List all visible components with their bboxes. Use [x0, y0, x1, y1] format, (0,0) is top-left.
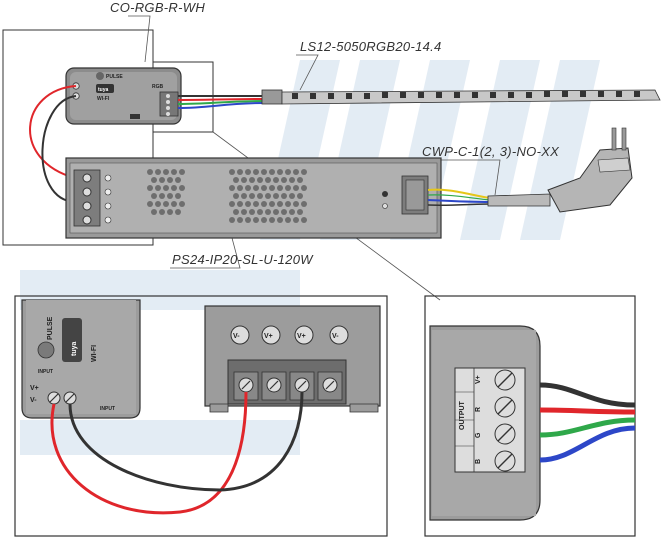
svg-text:tuya: tuya — [71, 342, 78, 357]
svg-text:INPUT: INPUT — [38, 369, 53, 375]
svg-text:V+: V+ — [264, 333, 273, 340]
svg-text:V-: V- — [233, 333, 240, 340]
svg-text:tuya: tuya — [98, 87, 109, 93]
controller-frame — [2, 29, 154, 246]
svg-text:B: B — [475, 459, 482, 464]
svg-text:V+: V+ — [297, 333, 306, 340]
psu-label: PS24-IP20-SL-U-120W — [172, 252, 314, 267]
controller-zoom: PULSE tuya WI-FI INPUT V+ V- INPUT — [21, 299, 141, 419]
dc-wires-top — [29, 85, 77, 203]
svg-text:PULSE: PULSE — [106, 74, 123, 80]
plug-icon — [547, 127, 633, 213]
bottom-right-panel — [424, 295, 636, 537]
pulse-logo-icon — [96, 72, 104, 80]
psu-terminal-zoom: V- V+ V+ V- — [204, 305, 381, 413]
svg-text:V-: V- — [332, 333, 339, 340]
ac-wires-top — [427, 188, 551, 207]
psu-top — [65, 157, 442, 239]
psu-leader — [170, 237, 241, 269]
controller-top: PULSE tuya WI-FI RGB — [65, 67, 182, 125]
svg-text:V-: V- — [30, 397, 37, 404]
svg-text:RGB: RGB — [152, 84, 164, 90]
svg-text:G: G — [475, 432, 482, 438]
controller-leader — [128, 15, 151, 63]
cable-label: CWP-C-1(2, 3)-NO-XX — [422, 144, 560, 159]
svg-text:OUTPUT: OUTPUT — [459, 401, 466, 431]
output-block-zoom: OUTPUT V+ R G B — [429, 325, 541, 521]
rgb-wires-top — [177, 94, 266, 109]
dc-wires-bottom — [50, 391, 304, 515]
svg-text:V+: V+ — [30, 385, 39, 392]
svg-text:PULSE: PULSE — [47, 316, 54, 340]
bottom-left-panel — [14, 295, 388, 537]
led-strip — [261, 89, 661, 105]
cable-leader — [420, 159, 501, 196]
svg-text:R: R — [475, 407, 482, 412]
strip-leader — [296, 54, 319, 91]
svg-text:WI-FI: WI-FI — [91, 345, 98, 362]
svg-text:V+: V+ — [475, 375, 482, 384]
controller-label: CO-RGB-R-WH — [110, 0, 205, 15]
strip-label: LS12-5050RGB20-14.4 — [300, 39, 442, 54]
svg-text:WI-FI: WI-FI — [97, 96, 110, 102]
svg-text:INPUT: INPUT — [100, 406, 115, 412]
pulse-emblem-icon — [37, 341, 55, 359]
rgb-wires-bottom — [539, 382, 636, 463]
